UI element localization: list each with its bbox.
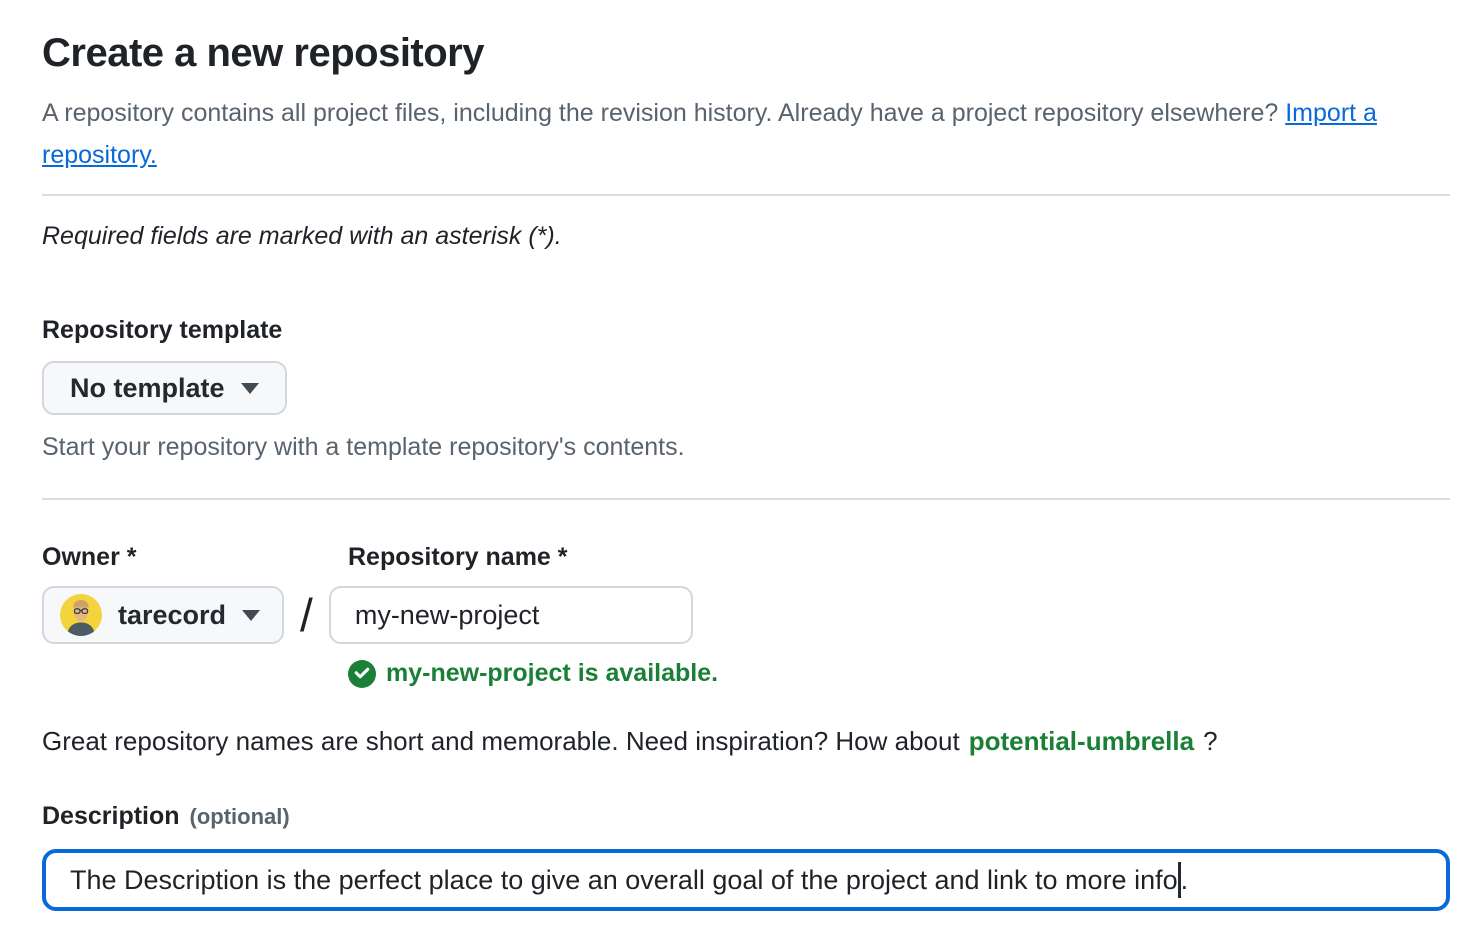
template-dropdown-button[interactable]: No template	[42, 361, 287, 415]
name-controls-row: tarecord /	[42, 586, 1450, 644]
availability-message: my-new-project is available.	[386, 659, 719, 687]
intro-text: A repository contains all project files,…	[42, 92, 1382, 176]
text-caret	[1177, 862, 1181, 898]
description-label: Description	[42, 802, 180, 830]
description-label-row: Description (optional)	[42, 801, 1450, 831]
import-repository-link[interactable]: Import a repository.	[42, 99, 1377, 169]
description-input[interactable]: The Description is the perfect place to …	[42, 849, 1450, 911]
description-value-before-caret: The Description is the perfect place to …	[70, 864, 1178, 895]
suggestion-suffix: ?	[1203, 726, 1218, 756]
check-circle-icon	[348, 659, 376, 688]
name-suggestion-text: Great repository names are short and mem…	[42, 726, 1450, 757]
repository-name-label: Repository name *	[348, 543, 568, 571]
repository-name-input[interactable]	[328, 586, 693, 644]
required-fields-note: Required fields are marked with an aster…	[42, 222, 562, 250]
owner-label: Owner *	[42, 543, 137, 571]
suggested-name-link[interactable]: potential-umbrella	[968, 726, 1195, 756]
description-value-after-caret: .	[1180, 864, 1189, 895]
template-dropdown-label: No template	[70, 372, 225, 403]
page-title: Create a new repository	[42, 31, 485, 75]
avatar	[60, 594, 102, 636]
intro-text-body: A repository contains all project files,…	[42, 99, 1286, 127]
availability-message-row: my-new-project is available.	[348, 659, 1450, 688]
divider-top	[42, 194, 1450, 196]
owner-dropdown-label: tarecord	[118, 599, 227, 630]
repository-template-label: Repository template	[42, 316, 283, 344]
suggestion-prefix: Great repository names are short and mem…	[42, 726, 960, 756]
triangle-down-icon	[240, 382, 259, 394]
triangle-down-icon	[242, 609, 261, 621]
template-help-text: Start your repository with a template re…	[42, 433, 685, 461]
name-labels-row: Owner * Repository name *	[42, 542, 1450, 572]
divider-middle	[42, 498, 1450, 500]
description-optional-tag: (optional)	[189, 804, 290, 829]
owner-dropdown-button[interactable]: tarecord	[42, 586, 285, 644]
owner-repo-separator: /	[300, 589, 313, 641]
